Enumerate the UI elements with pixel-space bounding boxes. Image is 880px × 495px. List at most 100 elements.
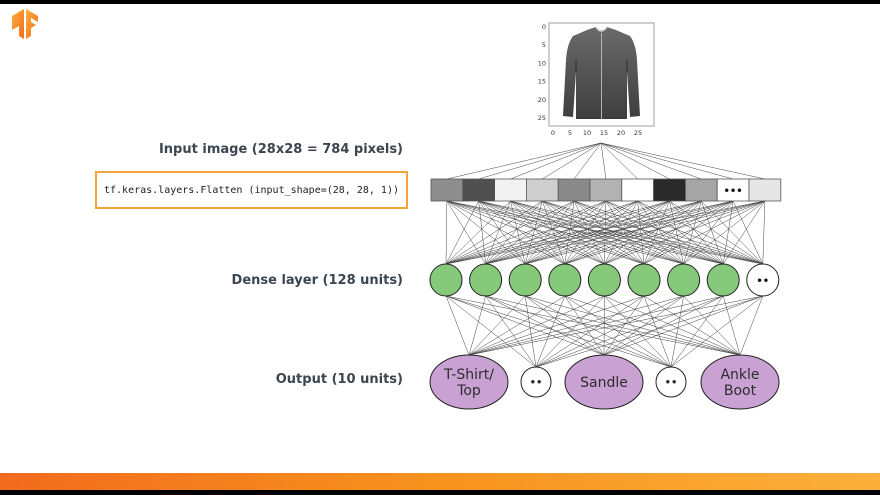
connection-line (683, 200, 766, 265)
dense-layer-nodes: •• (429, 263, 780, 297)
y-tick-label: 20 (538, 96, 546, 104)
pixel-cell (748, 178, 782, 202)
x-tick-label: 15 (600, 129, 608, 137)
dense-ellipsis-text: •• (756, 276, 769, 287)
dense-layer-label: Dense layer (128 units) (231, 273, 403, 288)
connection-line (485, 295, 672, 368)
dense-node (706, 263, 740, 297)
bottom-accent-bar (0, 473, 880, 490)
connection-line (446, 200, 565, 265)
connection-line (573, 142, 602, 180)
connection-line (445, 295, 537, 368)
connection-line (445, 200, 702, 265)
connection-line (564, 200, 607, 265)
connection-line (468, 295, 565, 356)
connection-line (535, 295, 684, 368)
connection-line (445, 295, 605, 356)
pixel-cell (462, 178, 495, 202)
connection-line (525, 200, 638, 265)
connection-line (542, 142, 602, 180)
connection-line (643, 200, 766, 265)
connection-line (468, 295, 526, 356)
output-ellipsis-text: •• (665, 378, 678, 389)
connection-line (603, 295, 724, 356)
connection-line (478, 200, 486, 265)
connection-line (446, 200, 486, 265)
connection-line (485, 295, 605, 356)
connection-line (525, 200, 734, 265)
pixel-cell (526, 178, 559, 202)
connection-line (445, 200, 670, 265)
connection-line (683, 295, 741, 356)
output-class-node (564, 354, 644, 410)
connection-line (732, 200, 764, 265)
y-tick-label: 15 (538, 78, 546, 86)
connection-line (445, 295, 741, 356)
dense-node (667, 263, 701, 297)
connection-line (524, 200, 543, 265)
connection-line (762, 200, 766, 265)
connection-line (445, 200, 638, 265)
connection-line (525, 295, 672, 368)
connection-line (468, 295, 684, 356)
connection-line (670, 295, 763, 368)
connection-line (445, 295, 470, 356)
connection-line (525, 200, 670, 265)
connection-line (564, 295, 741, 356)
dense-node (508, 263, 542, 297)
connection-line (525, 200, 765, 265)
connection-line (600, 142, 765, 180)
connection-line (485, 200, 734, 265)
connection-line (510, 142, 602, 180)
connection-line (525, 200, 702, 265)
flatten-code: tf.keras.layers.Flatten (input_shape=(28… (103, 184, 399, 196)
connection-line (445, 200, 575, 265)
connection-line (564, 200, 765, 265)
connection-line (445, 200, 543, 265)
output-class-label: Boot (724, 383, 757, 399)
connection-line (643, 295, 672, 368)
output-class-node (700, 354, 780, 410)
connection-line (478, 142, 602, 180)
connection-line (445, 200, 734, 265)
x-tick-label: 25 (634, 129, 642, 137)
x-tick-label: 0 (551, 129, 555, 137)
connection-lines (445, 142, 766, 368)
connection-line (643, 295, 741, 356)
connection-line (445, 295, 672, 368)
connection-line (510, 200, 565, 265)
connection-line (468, 295, 763, 356)
connection-line (600, 142, 638, 180)
connection-line (564, 295, 605, 356)
connection-line (485, 200, 511, 265)
pixel-cell (494, 178, 527, 202)
connection-line (564, 200, 638, 265)
connection-line (524, 295, 537, 368)
pixel-cell (589, 178, 623, 202)
connection-line (468, 295, 605, 356)
dense-node (548, 263, 582, 297)
x-tick-label: 5 (568, 129, 572, 137)
dense-node (469, 263, 503, 297)
connection-line (485, 200, 702, 265)
connection-line (535, 295, 724, 368)
dense-node (587, 263, 621, 297)
output-class-label: Top (456, 383, 481, 399)
connection-line (722, 295, 741, 356)
y-tick-label: 0 (542, 23, 546, 31)
connection-line (535, 295, 566, 368)
dense-node (627, 263, 661, 297)
connection-line (604, 200, 670, 265)
output-class-label: T-Shirt/ (443, 367, 494, 383)
tensorflow-logo-icon (12, 9, 38, 39)
y-tick-label: 25 (538, 114, 546, 122)
pixel-cell (653, 178, 686, 202)
connection-line (468, 295, 724, 356)
input-layer-label: Input image (28x28 = 784 pixels) (158, 142, 403, 157)
connection-line (485, 295, 741, 356)
connection-line (603, 295, 763, 356)
